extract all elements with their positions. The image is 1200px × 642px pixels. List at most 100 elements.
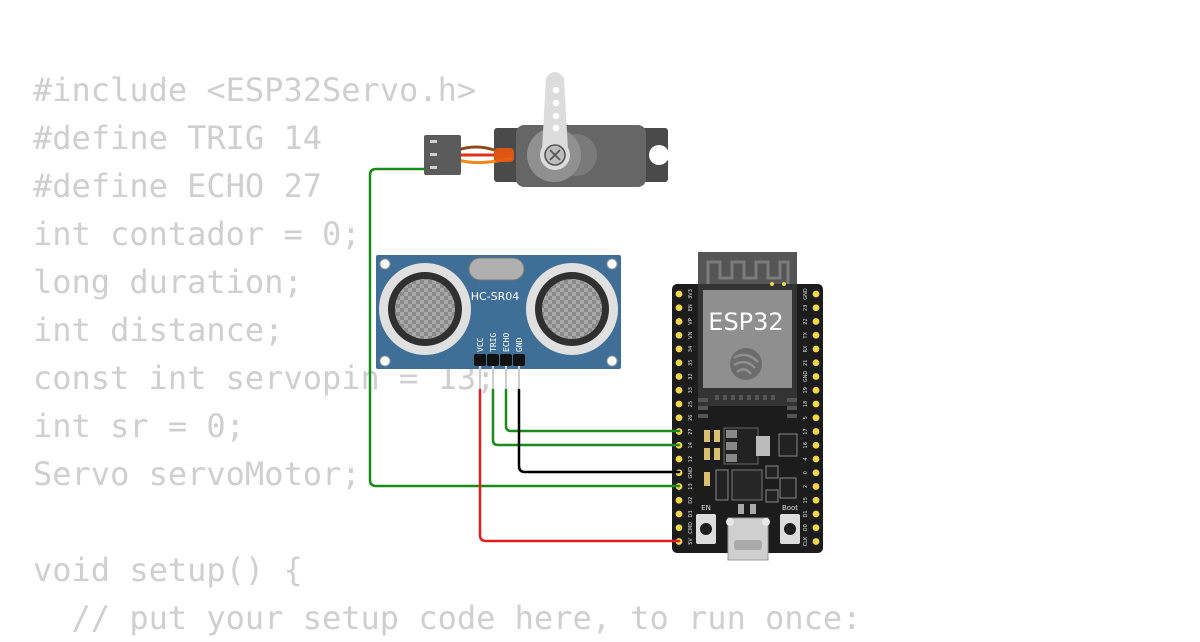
pin-label: VN [688,331,694,338]
code-line: #include <ESP32Servo.h> [33,71,477,109]
pin-label: 5V [688,538,694,545]
board-label: ESP32 [708,308,783,336]
pin-label: 5 [803,416,809,419]
header-pin[interactable] [812,414,820,422]
pin-label: 16 [803,442,809,448]
servo-connector[interactable] [424,135,461,175]
header-pin[interactable] [812,318,820,325]
pin-label: RX [803,345,809,352]
en-button[interactable] [696,514,716,544]
pin-label: 23 [803,305,809,311]
header-pin[interactable] [812,373,820,380]
wire-vcc [478,388,681,543]
pin-label: 2 [803,485,809,488]
servo-motor[interactable] [424,72,669,187]
pin-label: D3 [688,510,694,517]
code-line: const int servopin = 13; [33,359,496,397]
header-pin[interactable] [812,524,820,532]
header-pin[interactable] [675,496,683,504]
transducer-left [379,263,471,355]
header-pin[interactable] [812,290,820,298]
pin-label: 3V3 [688,289,694,299]
code-line: #define TRIG 14 [33,119,322,157]
header-pin[interactable] [675,318,683,325]
ultrasonic-sensor[interactable]: HC-SR04 VCC TRIG ECHO GND [376,255,621,390]
wires [368,167,681,543]
header-pin[interactable] [812,483,820,490]
header-pin[interactable] [812,345,820,353]
header-pin[interactable] [675,331,683,339]
pin-label: CLK [803,536,809,546]
header-pin[interactable] [812,496,820,504]
transducer-right [526,263,618,355]
header-pin[interactable] [812,441,820,449]
code-line: long duration; [33,263,303,301]
wire-trig [491,388,681,447]
pin-label: GND [803,371,809,383]
header-pin[interactable] [812,359,820,367]
sensor-label: HC-SR04 [471,290,520,303]
pin-label: 22 [803,318,809,324]
pin-label: 27 [688,428,694,434]
sensor-pin-label: TRIG [489,333,498,352]
pin-label: D2 [688,497,694,504]
header-pin[interactable] [675,524,683,532]
header-pin[interactable] [675,359,683,367]
header-pin[interactable] [812,538,820,545]
pin-label: EN [688,304,694,311]
pin-label: 0 [803,471,809,474]
pin-label: 12 [688,456,694,462]
header-pin[interactable] [675,400,683,408]
header-pin[interactable] [675,386,683,394]
servo-screw-icon [544,144,566,166]
header-pin[interactable] [812,400,820,408]
code-line: #define ECHO 27 [33,167,322,205]
pin-label: 19 [803,387,809,393]
pin-label: 26 [688,415,694,421]
header-pin[interactable] [675,345,683,353]
header-pin[interactable] [812,304,820,312]
esp32-board[interactable]: ESP32 EN Boot [672,252,823,561]
header-pin[interactable] [812,428,820,435]
wire-servo-signal [368,167,681,488]
right-pin-header[interactable] [812,290,820,545]
pin-label: D1 [803,510,809,517]
header-pin[interactable] [675,414,683,422]
pin-label: 17 [803,428,809,434]
usb-port[interactable] [726,517,770,561]
header-pin[interactable] [675,455,683,463]
espressif-logo-icon [730,348,762,380]
boot-button[interactable] [780,514,800,544]
pin-label: VP [688,318,694,324]
header-pin[interactable] [675,304,683,312]
pin-label: 18 [803,401,809,407]
pin-label: D0 [803,524,809,531]
pin-label: TX [803,331,809,339]
sensor-header-pins[interactable] [474,354,525,390]
pin-label: 35 [688,360,694,366]
pin-label: 34 [688,346,694,352]
header-pin[interactable] [812,455,820,463]
pin-label: 21 [803,360,809,366]
usb-chip [731,469,763,501]
pin-label: 13 [688,483,694,489]
boot-label: Boot [782,504,798,512]
wire-echo [504,388,681,433]
header-pin[interactable] [812,469,820,477]
header-pin[interactable] [675,290,683,298]
header-pin[interactable] [675,510,683,518]
pin-label: GND [688,467,694,479]
code-background: #include <ESP32Servo.h> #define TRIG 14 #d… [33,66,861,642]
pin-label: 33 [688,387,694,393]
header-pin[interactable] [812,510,820,518]
sensor-pin-label: GND [515,337,524,352]
pin-label: 14 [688,442,694,448]
pin-label: CMD [688,522,694,534]
header-pin[interactable] [812,386,820,394]
code-line: int sr = 0; [33,407,245,445]
pin-label: 25 [688,401,694,407]
code-line: void setup() { [33,551,303,589]
header-pin[interactable] [812,331,820,339]
header-pin[interactable] [675,373,683,380]
